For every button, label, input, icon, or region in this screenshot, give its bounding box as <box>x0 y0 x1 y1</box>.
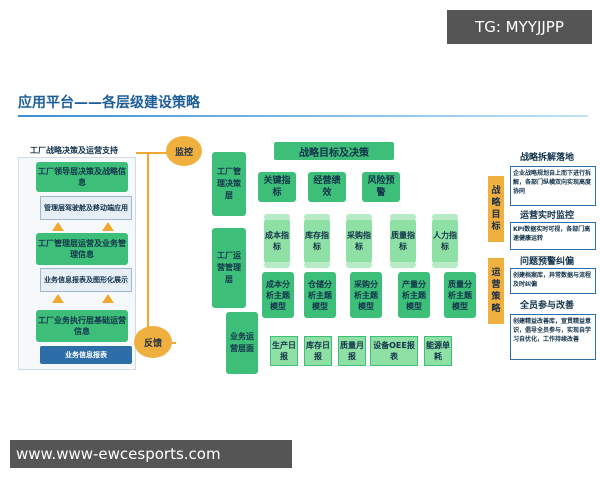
model-output: 产量分析主题模型 <box>398 272 430 318</box>
model-cost: 成本分析主题模型 <box>262 272 294 318</box>
s1-text: 企业战略规划自上而下进行拆解，各部门纵横双向实现高度协同 <box>510 166 596 206</box>
model-warehouse: 仓储分析主题模型 <box>304 272 336 318</box>
connector-top <box>136 152 172 154</box>
s2-title: 运营实时监控 <box>520 211 575 221</box>
page-title: 应用平台——各层级建设策略 <box>18 95 200 111</box>
strategy-header: 战略目标及决策 <box>274 142 394 160</box>
s4-text: 创建精益改善库，宣贯精益意识，倡导全员参与，实现自学习自优化，工作持续改善 <box>510 314 596 360</box>
tag-strategic-goal: 战略目标 <box>488 176 504 242</box>
report-energy: 能源单耗 <box>424 336 452 366</box>
report-oee: 设备OEE报表 <box>370 336 418 366</box>
arrow-up-1 <box>52 222 64 231</box>
s3-title: 问题预警纠偏 <box>520 257 575 267</box>
title-underline <box>18 115 588 117</box>
s4-title: 全员参与改善 <box>520 301 575 311</box>
kpi-cost: 成本指标 <box>264 214 290 268</box>
arrow-up-4 <box>102 294 114 303</box>
business-report-box: 业务信息报表 <box>40 346 132 364</box>
arrow-up-3 <box>52 294 64 303</box>
feedback-circle: 反馈 <box>134 326 172 358</box>
model-purchase: 采购分析主题模型 <box>350 272 382 318</box>
execution-box: 工厂业务执行层基础运营信息 <box>36 310 128 342</box>
s3-text: 创建档案库，异常数据与流程及时纠偏 <box>510 268 596 294</box>
layer-operation: 工厂运营管理层 <box>212 228 246 308</box>
arrow-up-2 <box>102 222 114 231</box>
report-quality: 质量月报 <box>338 336 366 366</box>
kpi-hr: 人力指标 <box>432 214 458 268</box>
leadership-box: 工厂领导层决策及战略信息 <box>36 162 128 192</box>
kpi-quality: 质量指标 <box>390 214 416 268</box>
layer-business: 业务运营层面 <box>226 312 258 374</box>
left-header: 工厂战略决策及运营支持 <box>30 146 118 155</box>
metric-key: 关键指标 <box>258 172 296 202</box>
metric-risk: 风险预警 <box>362 172 400 202</box>
layer-decision: 工厂管理决策层 <box>212 152 246 216</box>
cockpit-box: 管理层驾驶舱及移动端应用 <box>40 196 132 220</box>
tag-operation-strategy: 运营策略 <box>488 258 504 324</box>
management-box: 工厂管理层运营及业务管理信息 <box>36 233 128 265</box>
report-production: 生产日报 <box>270 336 298 366</box>
kpi-purchase: 采购指标 <box>346 214 372 268</box>
watermark-top: TG: MYYJJPP <box>447 10 592 44</box>
report-inventory: 库存日报 <box>304 336 332 366</box>
s2-text: KPI数据实时可视，各部门高速健康运转 <box>510 222 596 250</box>
connector-vertical <box>147 152 149 342</box>
watermark-bottom: www.www-ewcesports.com <box>10 440 292 468</box>
model-quality: 质量分析主题模型 <box>444 272 476 318</box>
metric-performance: 经营绩效 <box>308 172 346 202</box>
s1-title: 战略拆解落地 <box>520 153 575 163</box>
kpi-inventory: 库存指标 <box>304 214 330 268</box>
monitor-circle: 监控 <box>166 136 202 166</box>
reports-charts-box: 业务信息报表及图形化展示 <box>40 268 132 292</box>
